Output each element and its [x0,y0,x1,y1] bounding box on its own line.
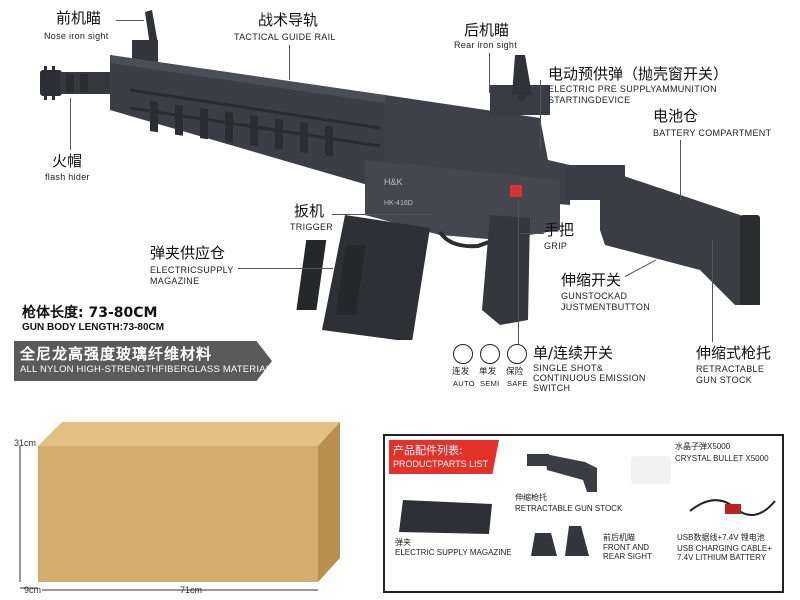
front-sight-label: 前机瞄 [56,9,102,27]
stock-button-label-en1: GUNSTOCKAD [561,291,628,301]
semi-mode-cn: 单发 [479,366,497,376]
safe-mode-cn: 保险 [506,366,524,376]
material-cn: 全尼龙高强度玻璃纤维材料 [20,345,213,363]
magazine-shape [296,215,430,340]
stock-button-label-en2: JUSTMENTBUTTON [561,302,651,312]
handguard-shape [110,55,385,190]
stock-shape [565,165,760,305]
receiver-model: HK-416D [384,200,413,207]
gun-length-en: GUN BODY LENGTH:73-80CM [22,322,165,333]
box-height: 31cm [14,438,37,448]
material-banner: 全尼龙高强度玻璃纤维材料 ALL NYLON HIGH-STRENGTHFIBE… [14,341,272,381]
magazine-part-image [399,500,492,534]
flash-hider-shape [40,66,115,100]
front-sight-label-en: Nose iron sight [44,31,109,41]
fire-switch-label: 单/连续开关 [533,344,614,362]
usb-cn: USB数据线+7.4V 锂电池 [677,533,765,542]
magazine-part-cn: 弹夹 [395,538,411,547]
crystal-bullets-image [631,456,671,484]
parts-title-cn: 产品配件列表: [393,444,463,457]
semi-mode-icon [480,344,500,364]
feed-label-en1: ELECTRIC PRE SUPPLYAMMUNITION [548,84,717,94]
fire-switch-label-en1: SINGLE SHOT& [533,363,604,373]
box-depth: 9cm [24,585,42,595]
magazine-label: 弹夹供应仓 [150,244,226,262]
box-width: 71cm [180,585,203,595]
auto-mode-en: AUTO [453,379,475,388]
usb-en2: 7.4V LITHIUM BATTERY [677,553,767,562]
safe-mode-icon [507,344,527,364]
auto-mode-cn: 连发 [452,366,470,376]
usb-en1: USB CHARGING CABLE+ [677,544,772,553]
rear-sight-label: 后机瞄 [464,21,510,39]
safe-mode-en: SAFE [507,379,528,388]
rail-label-en: TACTICAL GUIDE RAIL [234,32,336,42]
parts-list-title: 产品配件列表: PRODUCTPARTS LIST [389,440,499,474]
retract-stock-label: 伸缩式枪托 [696,344,772,362]
feed-label: 电动预供弹（抛壳窗开关） [548,65,729,83]
retract-stock-label-en2: GUN STOCK [696,375,753,385]
stock-part-en: RETRACTABLE GUN STOCK [515,504,623,513]
magazine-part-en: ELECTRIC SUPPLY MAGAZINE [395,548,512,557]
usb-cable-image [689,499,776,516]
magazine-label-en1: ELECTRICSUPPLY [150,265,234,275]
semi-mode-en: SEMI [480,379,500,388]
trigger-label-en: TRIGGER [290,222,334,232]
battery-label: 电池仓 [653,107,699,125]
parts-list-panel: 产品配件列表: PRODUCTPARTS LIST 伸缩枪托 RETRACTAB… [383,434,784,593]
material-en: ALL NYLON HIGH-STRENGTHFIBERGLASS MATERI… [20,364,272,375]
sights-part-en2: REAR SIGHT [603,552,652,561]
flash-hider-label-en: flash hider [45,172,90,182]
auto-mode-icon [453,344,473,364]
rail-label: 战术导轨 [258,11,319,29]
fire-mode-group: 连发 单发 保险 AUTO SEMI SAFE [447,342,531,392]
fire-switch-label-en3: SWITCH [533,383,571,393]
receiver-logo: H&K [384,177,403,187]
feed-label-en2: STARTINGDEVICE [548,95,631,105]
sights-part-en1: FRONT AND [603,543,650,552]
rear-sight-label-en: Rear iron sight [454,40,518,50]
retract-stock-label-en1: RETRACTABLE [696,364,765,374]
stock-button-label: 伸缩开关 [561,271,622,289]
crystal-cn: 水晶子弹X5000 [675,442,731,451]
stock-part-image [527,454,597,492]
stock-part-cn: 伸缩枪托 [515,493,547,502]
gun-length-cn: 枪体长度: 73-80CM [22,305,158,321]
rifle-illustration: H&K HK-416D [40,10,760,340]
magazine-label-en2: MAGAZINE [150,276,200,286]
package-box [19,422,340,591]
sights-part-cn: 前后机瞄 [603,533,635,542]
rear-sight-shape [512,55,532,101]
flash-hider-label: 火帽 [52,152,83,170]
battery-label-en: BATTERY COMPARTMENT [653,128,772,138]
sights-part-image [531,526,589,556]
fire-switch-label-en2: CONTINUOUS EMISSION [533,373,646,383]
parts-title-en: PRODUCTPARTS LIST [393,459,489,469]
grip-label: 手把 [544,221,575,239]
crystal-en: CRYSTAL BULLET X5000 [675,454,769,463]
trigger-label: 扳机 [294,202,325,220]
grip-label-en: GRIP [544,241,568,251]
